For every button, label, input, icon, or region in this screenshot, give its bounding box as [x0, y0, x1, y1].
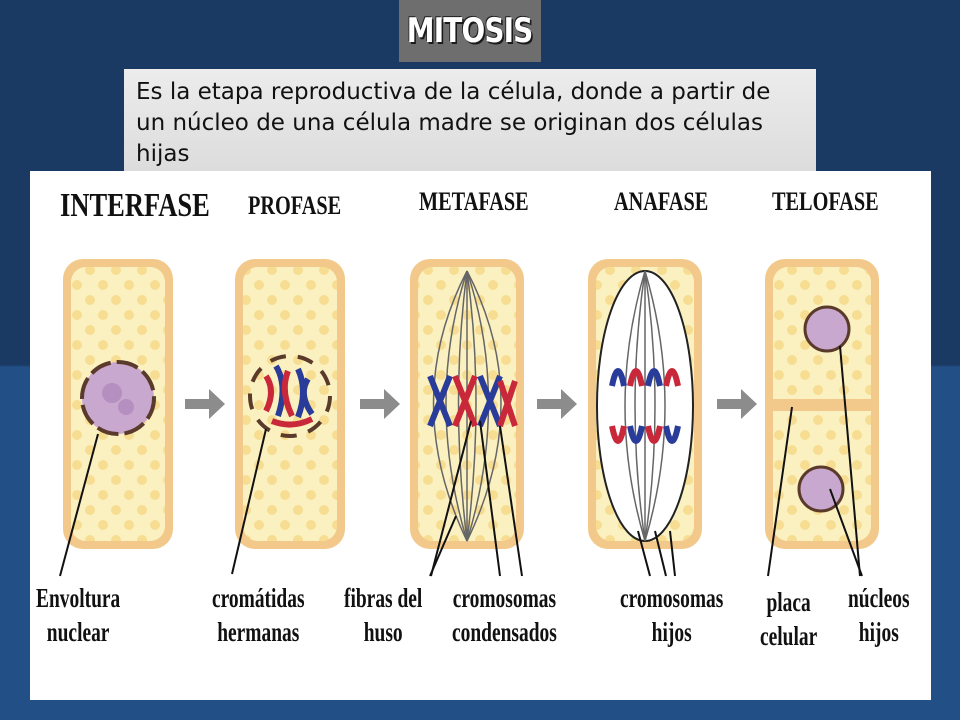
title-box: MITOSIS	[399, 0, 541, 62]
label-line: celular	[760, 621, 818, 651]
label-line: cromátidas	[212, 583, 305, 613]
cell-interfase	[63, 259, 173, 549]
phase-title-telofase: TELOFASE	[772, 187, 879, 216]
cell-metafase	[410, 259, 524, 549]
label-cromosomas-condensados: cromosomas condensados	[452, 581, 557, 649]
label-nucleos-hijos: núcleos hijos	[848, 581, 910, 649]
phase-title-profase: PROFASE	[248, 191, 342, 220]
label-line: hijos	[858, 617, 899, 647]
label-line: huso	[363, 617, 403, 647]
mitosis-diagram: INTERFASE PROFASE METAFASE ANAFASE TELOF…	[30, 171, 931, 700]
label-line: núcleos	[848, 583, 910, 613]
label-line: hermanas	[217, 617, 300, 647]
leader-lines	[59, 345, 863, 577]
phase-title-anafase: ANAFASE	[614, 187, 709, 216]
page-title: MITOSIS	[407, 11, 533, 51]
definition-box: Es la etapa reproductiva de la célula, d…	[124, 69, 816, 172]
cell-profase	[235, 259, 345, 549]
label-line: fibras del	[344, 583, 423, 613]
label-fibras-del-huso: fibras del huso	[344, 581, 422, 649]
mitosis-illustration	[59, 259, 879, 577]
label-envoltura-nuclear: Envoltura nuclear	[36, 581, 120, 649]
label-line: placa	[766, 587, 811, 617]
phase-arrows	[185, 389, 757, 419]
label-line: hijos	[651, 617, 692, 647]
definition-text: Es la etapa reproductiva de la célula, d…	[136, 79, 771, 167]
label-line: Envoltura	[36, 583, 121, 613]
label-line: nuclear	[46, 617, 110, 647]
cell-telofase	[765, 259, 879, 549]
label-line: condensados	[452, 617, 557, 647]
label-cromatidas-hermanas: cromátidas hermanas	[212, 581, 305, 649]
cell-anafase	[588, 259, 702, 549]
phase-title-metafase: METAFASE	[419, 187, 529, 216]
label-line: cromosomas	[620, 583, 724, 613]
label-placa-celular: placa celular	[760, 585, 817, 653]
label-cromosomas-hijos: cromosomas hijos	[620, 581, 723, 649]
phase-title-interfase: INTERFASE	[60, 187, 210, 224]
label-line: cromosomas	[452, 583, 557, 613]
